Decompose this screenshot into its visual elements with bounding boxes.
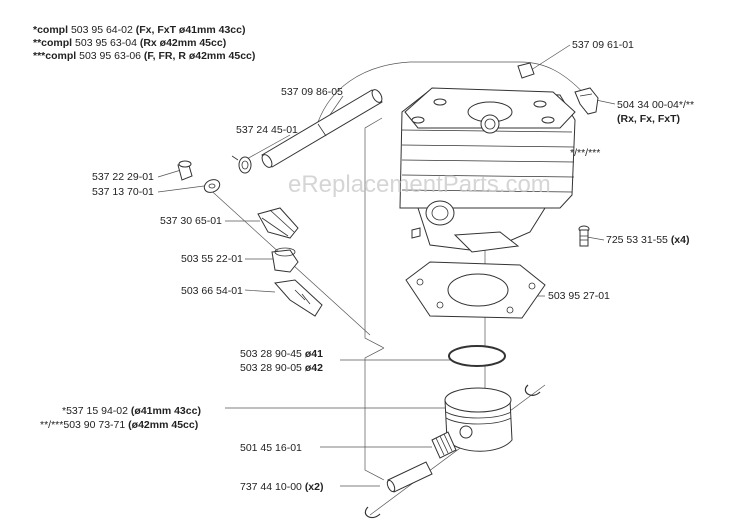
label-503-90-73-71: **/***503 90 73-71 (ø42mm 45cc) [40,419,198,431]
label-537-30-65-01: 537 30 65-01 [160,215,222,227]
header-line-1: *compl 503 95 64-02 (Fx, FxT ø41mm 43cc) [33,24,245,36]
label-503-95-27-01: 503 95 27-01 [548,290,610,302]
label-503-66-54-01: 503 66 54-01 [181,285,243,297]
nut [271,247,299,273]
label-503-28-90-45: 503 28 90-45 ø41 [240,348,323,360]
label-537-09-86-05: 537 09 86-05 [281,86,343,98]
piston-ring [448,345,506,367]
header-line-3: ***compl 503 95 63-06 (F, FR, R ø42mm 45… [33,50,255,62]
label-503-28-90-05: 503 28 90-05 ø42 [240,362,323,374]
cap [177,160,193,181]
screw [578,225,590,247]
label-537-22-29-01: 537 22 29-01 [92,171,154,183]
label-compl-markers: */**/*** [570,147,600,159]
washer [203,179,221,193]
leader-lines [157,44,616,516]
tube [261,89,383,168]
label-501-45-16-01: 501 45 16-01 [240,442,302,454]
label-503-55-22-01: 503 55 22-01 [181,253,243,265]
adapter [274,279,323,317]
header-line-2: **compl 503 95 63-04 (Rx ø42mm 45cc) [33,37,226,49]
elbow-fitting [574,87,599,115]
label-537-15-94-02: *537 15 94-02 (ø41mm 43cc) [62,405,201,417]
label-504-34-00-04: 504 34 00-04*/** [617,99,694,111]
label-504-34-00-04-spec: (Rx, Fx, FxT) [617,113,680,125]
label-737-44-10-00: 737 44 10-00 (x2) [240,481,324,493]
label-537-24-45-01: 537 24 45-01 [236,124,298,136]
piston-pin [386,461,433,493]
needle-bearing [431,431,457,459]
label-725-53-31-55: 725 53 31-55 (x4) [606,234,690,246]
clamp [231,155,252,174]
gasket [405,261,546,319]
piston [444,387,513,452]
watermark: eReplacementParts.com [288,171,551,198]
circlip-right [524,384,541,396]
label-537-13-70-01: 537 13 70-01 [92,186,154,198]
circlip-left [364,506,381,519]
hose-cap [517,62,535,79]
decompression-valve [257,207,299,239]
cylinder [399,87,576,253]
label-537-09-61-01: 537 09 61-01 [572,39,634,51]
